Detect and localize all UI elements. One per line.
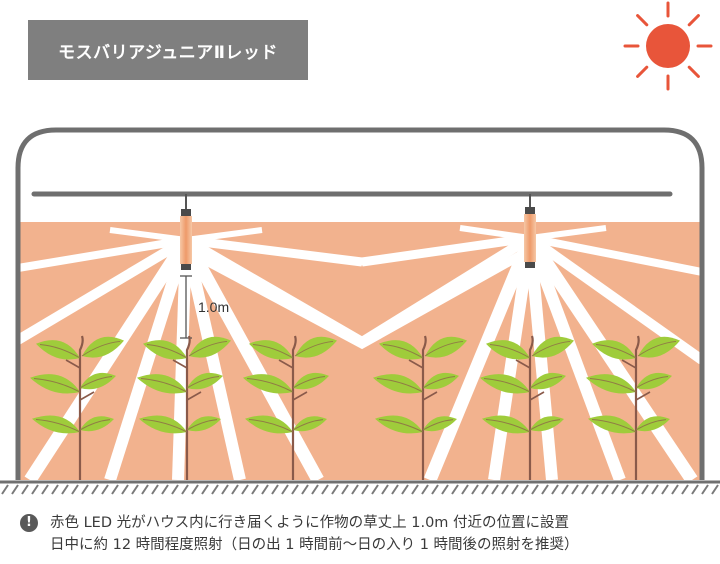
light-ray-gap bbox=[15, 235, 189, 345]
plant-icon bbox=[480, 335, 574, 480]
greenhouse-frame bbox=[15, 127, 705, 480]
light-overlap-edge bbox=[185, 234, 531, 266]
light-ray-gap bbox=[180, 236, 324, 484]
plant-row bbox=[30, 335, 680, 480]
light-ray-gap bbox=[524, 235, 626, 483]
light-overlap-edge bbox=[183, 246, 533, 350]
light-ray-gap bbox=[17, 236, 187, 272]
leaf bbox=[30, 374, 80, 394]
light-ray-gap bbox=[488, 237, 536, 481]
light-ray-gap bbox=[180, 238, 246, 482]
plant-icon bbox=[373, 335, 467, 480]
led-lamp-icon bbox=[180, 194, 192, 270]
light-ray-gap bbox=[529, 234, 703, 276]
exclamation-icon: ! bbox=[20, 514, 38, 532]
light-ray-gap bbox=[104, 238, 192, 482]
light-ray-gap bbox=[109, 227, 187, 243]
sun-icon bbox=[623, 1, 713, 91]
height-dimension: 1.0m bbox=[180, 275, 229, 339]
leaf bbox=[243, 374, 293, 394]
leaf bbox=[586, 374, 636, 394]
light-ray-gap bbox=[529, 225, 607, 241]
title-banner: モスバリアジュニアⅡレッド bbox=[28, 20, 308, 80]
note-line-1: ! 赤色 LED 光がハウス内に行き届くように作物の草丈上 1.0m 付近の位置… bbox=[20, 512, 710, 534]
light-ray-gap bbox=[172, 239, 192, 481]
leaf bbox=[137, 374, 187, 394]
note-line-2: 日中に約 12 時間程度照射（日の出 1 時間前〜日の入り 1 時間後の照射を推… bbox=[20, 534, 710, 556]
plant-icon bbox=[30, 335, 124, 480]
height-label: 1.0m bbox=[198, 299, 229, 315]
plant-icon bbox=[243, 335, 337, 480]
plant-icon bbox=[586, 335, 680, 480]
plant-icon bbox=[137, 335, 231, 480]
note-text-2: 日中に約 12 時間程度照射（日の出 1 時間前〜日の入り 1 時間後の照射を推… bbox=[50, 537, 579, 553]
product-title: モスバリアジュニアⅡレッド bbox=[58, 42, 278, 63]
light-ray-gap bbox=[24, 236, 192, 484]
leaf bbox=[480, 374, 530, 394]
light-ray-gap bbox=[423, 235, 537, 483]
light-ray-gap bbox=[524, 234, 698, 484]
led-lamp-icon bbox=[524, 194, 536, 268]
note-text-1: 赤色 LED 光がハウス内に行き届くように作物の草丈上 1.0m 付近の位置に設… bbox=[50, 515, 570, 531]
light-ray-gap bbox=[524, 237, 558, 481]
leaf bbox=[373, 374, 423, 394]
usage-note: ! 赤色 LED 光がハウス内に行き届くように作物の草丈上 1.0m 付近の位置… bbox=[20, 512, 710, 556]
ground-hatching bbox=[1, 484, 719, 495]
